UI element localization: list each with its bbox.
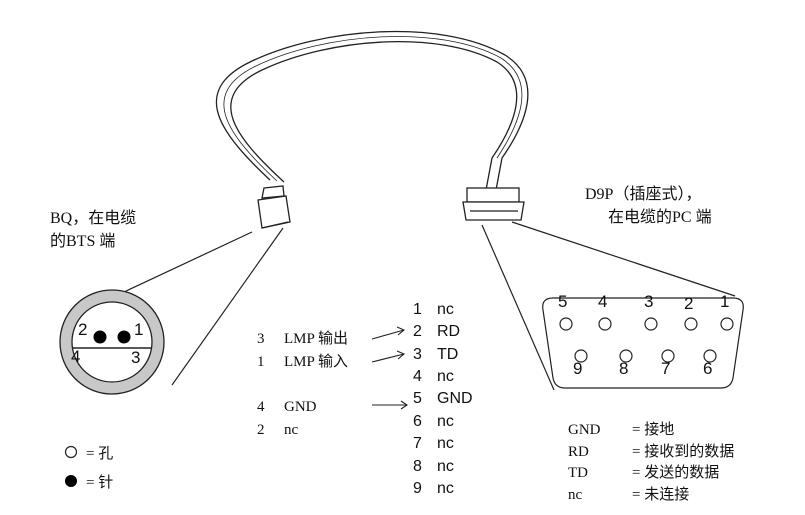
bq-leader-line <box>171 227 284 386</box>
d9p-pin-num-top: 4 <box>598 292 607 311</box>
cable-strand-middle <box>223 36 523 182</box>
d9p-pin-num-top: 5 <box>558 292 567 311</box>
d9-pin-sig: nc <box>437 301 454 318</box>
abbr-meaning: = 接收到的数据 <box>632 443 734 460</box>
d9p-pin-num-top: 2 <box>684 294 693 313</box>
mapping-pin: 3 <box>257 331 265 347</box>
d9p-pin-num-top: 1 <box>720 292 729 311</box>
mapping-pin: 2 <box>257 422 265 438</box>
d9-pin-num: 7 <box>413 435 422 452</box>
cable-strand-outer <box>215 30 529 191</box>
d9p-pin-num-bottom: 8 <box>619 359 628 378</box>
pin-type-legend: = 孔 = 针 <box>64 445 113 491</box>
d9-pin-num: 8 <box>413 458 422 475</box>
d9-pin-num: 9 <box>413 480 422 497</box>
d9-pin-list: 1 nc 2 RD 3 TD 4 nc 5 GND 6 nc 7 nc 8 nc… <box>413 301 473 497</box>
d9p-plug-hood <box>466 187 520 203</box>
d9p-hole-8 <box>619 349 633 363</box>
d9-pin-sig: nc <box>437 458 454 475</box>
bq-pin-1-dot <box>117 330 131 344</box>
bq-pin-label: 3 <box>131 348 140 367</box>
abbreviation-legend: GND = 接地 RD = 接收到的数据 TD = 发送的数据 nc = 未连接 <box>568 421 734 503</box>
abbr-meaning: = 接地 <box>632 421 674 438</box>
bq-pin-label: 4 <box>71 347 80 366</box>
mapping-pin: 4 <box>257 399 265 415</box>
abbr-meaning: = 发送的数据 <box>632 464 719 481</box>
abbr-term: GND <box>568 422 601 438</box>
pc-end-label-line2: 在电缆的PC 端 <box>608 208 712 226</box>
mapping-name: nc <box>284 422 299 438</box>
d9-leader-line <box>511 221 736 297</box>
d9p-hole-3 <box>644 317 658 331</box>
mapping-name: GND <box>284 399 317 415</box>
mapping-name: LMP 输出 <box>284 330 348 347</box>
abbr-term: nc <box>568 487 583 503</box>
d9p-pin-num-bottom: 7 <box>661 359 670 378</box>
d9p-hole-4 <box>598 317 612 331</box>
mapping-name: LMP 输入 <box>284 353 348 370</box>
d9-pin-sig: GND <box>437 390 473 407</box>
pin-symbol <box>65 475 77 487</box>
mapping-pin: 1 <box>257 354 265 370</box>
d9p-hole-6 <box>703 349 717 363</box>
bq-pin-label: 1 <box>134 320 143 339</box>
abbr-term: RD <box>568 444 589 460</box>
d9-pin-num: 1 <box>413 301 422 318</box>
bq-plug <box>257 185 291 229</box>
d9p-hole-1 <box>720 317 734 331</box>
d9-pin-num: 3 <box>413 346 422 363</box>
mapping-arrows <box>371 326 408 410</box>
d9-pin-num: 4 <box>413 368 422 385</box>
arrow-lmp-out <box>371 329 405 340</box>
bq-pin-label: 2 <box>78 320 87 339</box>
bq-plug-body <box>257 195 291 229</box>
hole-legend-text: = 孔 <box>86 445 113 462</box>
d9p-hole-7 <box>661 349 675 363</box>
bq-pin-2-dot <box>93 330 107 344</box>
d9p-hole-9 <box>574 349 588 363</box>
d9p-hole-5 <box>559 317 573 331</box>
arrow-lmp-in <box>371 353 405 363</box>
abbr-term: TD <box>568 465 588 481</box>
cable <box>215 30 529 191</box>
pc-end-label-line1: D9P（插座式）， <box>585 185 701 203</box>
pin-legend-text: = 针 <box>86 474 113 491</box>
abbr-meaning: = 未连接 <box>632 486 689 503</box>
d9-pin-sig: nc <box>437 368 454 385</box>
d9p-pin-num-top: 3 <box>644 292 653 311</box>
cable-strand-inner <box>230 40 518 191</box>
bq-connector-face: 2 1 4 3 <box>59 289 165 395</box>
d9-pin-sig: nc <box>437 413 454 430</box>
hole-symbol <box>64 445 78 459</box>
d9-pin-sig: nc <box>437 435 454 452</box>
arrow-head <box>396 350 406 360</box>
signal-mapping: 3 LMP 输出 1 LMP 输入 4 GND 2 nc <box>257 330 348 438</box>
d9-pin-num: 5 <box>413 390 422 407</box>
bq-plug-tip <box>261 221 289 229</box>
d9-pin-sig: TD <box>437 346 458 363</box>
bq-face-insert <box>71 301 153 383</box>
d9-pin-num: 2 <box>413 323 422 340</box>
d9p-plug <box>462 187 525 221</box>
d9p-connector-face: 5 4 3 2 1 9 8 7 6 <box>542 292 744 389</box>
d9-leader-line <box>481 224 555 391</box>
d9p-pin-num-bottom: 6 <box>703 359 712 378</box>
arrow-head <box>400 400 408 410</box>
d9-pin-num: 6 <box>413 413 422 430</box>
d9p-hole-2 <box>684 317 698 331</box>
bts-end-label-line1: BQ，在电缆 <box>50 209 136 227</box>
bts-end-label-line2: 的BTS 端 <box>50 232 115 250</box>
arrow-head <box>396 326 406 336</box>
d9p-holes <box>559 317 734 363</box>
d9p-pin-num-bottom: 9 <box>573 359 582 378</box>
d9-pin-sig: RD <box>437 323 460 340</box>
d9-pin-sig: nc <box>437 480 454 497</box>
